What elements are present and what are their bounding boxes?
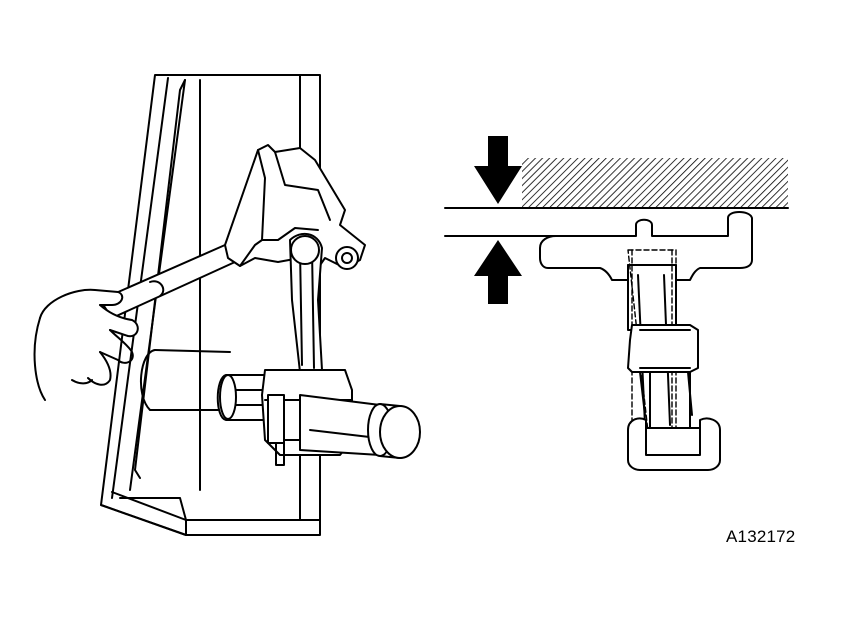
figure-code: A132172: [726, 527, 796, 546]
gauge-yoke: [224, 144, 366, 270]
surface-plate: [521, 158, 789, 209]
right-view: [444, 136, 789, 471]
left-view: [33, 74, 421, 536]
down-arrow-icon: [474, 136, 522, 204]
up-arrow-icon: [474, 240, 522, 304]
arbor-shaft: [216, 369, 421, 466]
rod-gauge: [539, 211, 753, 471]
hand-icon: [33, 288, 139, 401]
